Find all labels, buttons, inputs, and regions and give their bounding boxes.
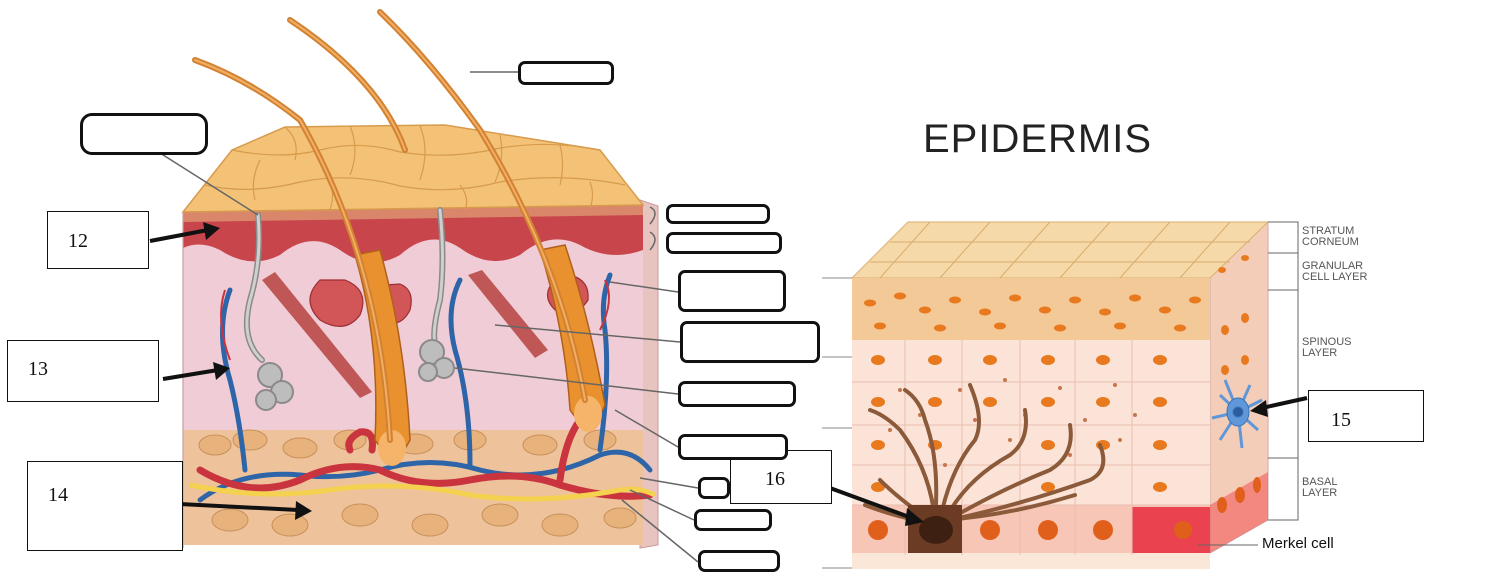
number-box-12: 12 bbox=[47, 211, 149, 269]
blank-label-sweat-gland[interactable] bbox=[678, 381, 796, 407]
label-spinous-layer: SPINOUS LAYER bbox=[1302, 337, 1352, 359]
epidermis-title: EPIDERMIS bbox=[923, 117, 1152, 162]
label-merkel-cell: Merkel cell bbox=[1262, 535, 1334, 552]
label-stratum-corneum: STRATUM CORNEUM bbox=[1302, 226, 1359, 248]
blank-label-nerve[interactable] bbox=[698, 550, 780, 572]
epidermis-block-illustration bbox=[822, 222, 1298, 569]
blank-label-arrector-muscle[interactable] bbox=[680, 321, 820, 363]
blank-label-layer-2[interactable] bbox=[666, 232, 782, 254]
number-12: 12 bbox=[68, 230, 88, 253]
blank-label-vein[interactable] bbox=[698, 477, 730, 499]
number-15: 15 bbox=[1331, 409, 1351, 432]
number-14: 14 bbox=[48, 484, 68, 507]
skin-section-illustration bbox=[183, 12, 658, 548]
label-granular-cell-layer: GRANULAR CELL LAYER bbox=[1302, 261, 1367, 283]
skin-surface bbox=[183, 125, 643, 212]
granular-layer bbox=[852, 278, 1210, 340]
blank-label-sebaceous-gland[interactable] bbox=[678, 270, 786, 312]
number-box-13: 13 bbox=[7, 340, 159, 402]
number-box-15: 15 bbox=[1308, 390, 1424, 442]
blank-label-hair-shaft[interactable] bbox=[518, 61, 614, 85]
label-basal-layer: BASAL LAYER bbox=[1302, 477, 1337, 499]
blank-label-vessel[interactable] bbox=[678, 434, 788, 460]
number-16: 16 bbox=[765, 468, 785, 491]
blank-label-sweat-pore[interactable] bbox=[80, 113, 208, 155]
spinous-layer bbox=[852, 340, 1210, 505]
blank-label-layer-1[interactable] bbox=[666, 204, 770, 224]
merkel-cell bbox=[1132, 507, 1210, 553]
blank-label-artery[interactable] bbox=[694, 509, 772, 531]
number-13: 13 bbox=[28, 358, 48, 381]
number-box-14: 14 bbox=[27, 461, 183, 551]
